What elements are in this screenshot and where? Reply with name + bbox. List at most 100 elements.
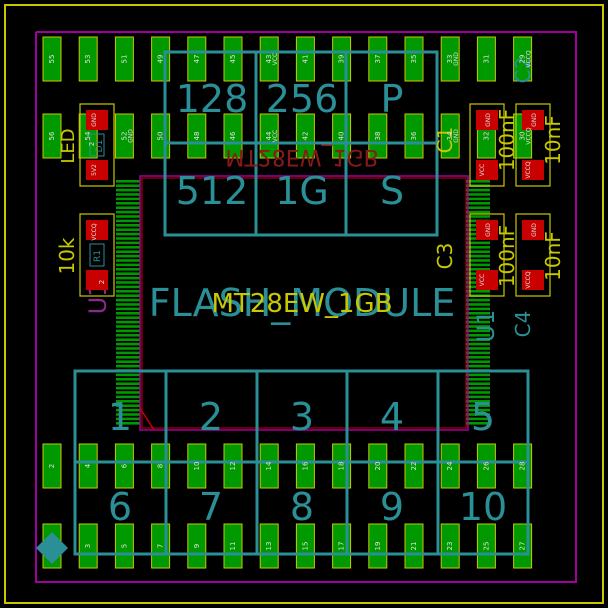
capacitor-ref: C1 <box>433 127 457 154</box>
pin-number: 26 <box>482 461 490 470</box>
pin-number: 36 <box>410 131 418 140</box>
ic-pad <box>116 268 140 271</box>
pin-number: 24 <box>446 461 454 470</box>
slot-label: 5 <box>471 395 495 439</box>
capacitor-pad <box>522 220 544 240</box>
header-pad <box>513 36 533 82</box>
ic-pad <box>116 360 140 363</box>
slot-label: 2 <box>199 395 223 439</box>
header-pads-row-3 <box>42 443 533 489</box>
pin-number: 45 <box>229 55 237 64</box>
ic-pad <box>116 272 140 275</box>
pin-number: 8 <box>157 464 165 468</box>
ic-pad <box>466 360 490 363</box>
ic-pad <box>116 325 140 328</box>
ic-pad <box>466 417 490 421</box>
ic-pad <box>116 228 140 231</box>
ic-pad <box>466 422 490 425</box>
pin-number: 23 <box>446 542 454 551</box>
ic-pad <box>466 329 490 333</box>
ic-pad <box>116 391 140 394</box>
ic-pad <box>466 290 490 293</box>
pin-number: 13 <box>265 542 273 551</box>
pin-number: 48 <box>193 132 201 141</box>
header-pad <box>295 36 315 82</box>
capacitor-pad <box>522 110 544 130</box>
pin-net: GND <box>127 129 134 143</box>
part-value-mirrored: MT28EW_1GB <box>225 144 378 169</box>
pin-net: GND <box>453 129 460 143</box>
ic-pad <box>116 334 140 337</box>
ic-pad <box>116 386 140 390</box>
capacity-grid <box>163 50 439 237</box>
capacitor-net: VCCQ <box>525 271 532 288</box>
ic-pad <box>116 320 140 324</box>
ic-pad <box>466 210 490 214</box>
pin-number: 11 <box>229 542 237 551</box>
led-net-5v2: 5V2 <box>91 164 98 176</box>
ic-pad <box>466 382 490 385</box>
pin-number: 56 <box>48 131 56 140</box>
header-pad <box>78 523 98 569</box>
header-pad <box>368 36 388 82</box>
pin-number: 4 <box>84 463 92 468</box>
ic-pad <box>466 364 490 368</box>
ic-pad <box>466 268 490 271</box>
capacity-1g: 1G <box>275 169 329 213</box>
ic-pad <box>466 378 490 381</box>
pin-number: 46 <box>229 131 237 140</box>
header-pad <box>42 36 62 82</box>
ic-pad <box>466 342 490 346</box>
ic-pad <box>466 347 490 350</box>
pin-number: 31 <box>482 55 490 64</box>
header-pad <box>114 443 134 489</box>
led-label: LED <box>58 128 79 163</box>
ic-pad <box>116 246 140 249</box>
ic-pad <box>116 373 140 377</box>
ic-pad <box>466 202 490 205</box>
ic-pad <box>466 356 490 359</box>
header-pad <box>187 113 207 159</box>
header-pad <box>259 36 279 82</box>
header-pad <box>187 36 207 82</box>
capacitor-outline <box>469 103 505 187</box>
pin-number: 54 <box>84 131 92 140</box>
pin-number: 47 <box>193 55 201 64</box>
ic-pad <box>466 404 490 407</box>
led-pin-2: 2 <box>88 142 96 146</box>
slot-label: 7 <box>199 485 223 529</box>
slot-label: 4 <box>380 395 404 439</box>
ic-pad <box>116 206 140 209</box>
pin-number: 52 <box>120 132 128 141</box>
header-pad <box>440 36 460 82</box>
capacity-p: P <box>381 77 404 121</box>
pin-net: GND <box>453 52 460 66</box>
pin-number: 2 <box>48 464 56 468</box>
ic-pad <box>466 320 490 324</box>
header-pad <box>114 523 134 569</box>
header-pad <box>404 443 424 489</box>
ic-pad <box>116 417 140 421</box>
capacitor-ref: C4 <box>511 311 535 338</box>
pin-number: 28 <box>519 462 527 471</box>
pin-net: VCC <box>272 53 279 65</box>
ic-pad <box>116 400 140 403</box>
header-pad <box>114 36 134 82</box>
slot-label: 3 <box>290 395 314 439</box>
ic-pad <box>116 351 140 355</box>
ic-pad <box>116 285 140 289</box>
header-pad <box>404 36 424 82</box>
header-pad <box>440 523 460 569</box>
capacitor-pad <box>476 110 498 130</box>
ic-pad <box>116 408 140 412</box>
capacitor-pad <box>522 160 544 180</box>
header-pad <box>187 443 207 489</box>
header-pad <box>187 523 207 569</box>
ic-pad <box>116 404 140 407</box>
capacitor-outline <box>515 103 551 187</box>
header-pad <box>368 523 388 569</box>
capacitor-net: GND <box>485 223 492 237</box>
header-pad <box>223 36 243 82</box>
led-net-gnd: GND <box>91 113 98 127</box>
